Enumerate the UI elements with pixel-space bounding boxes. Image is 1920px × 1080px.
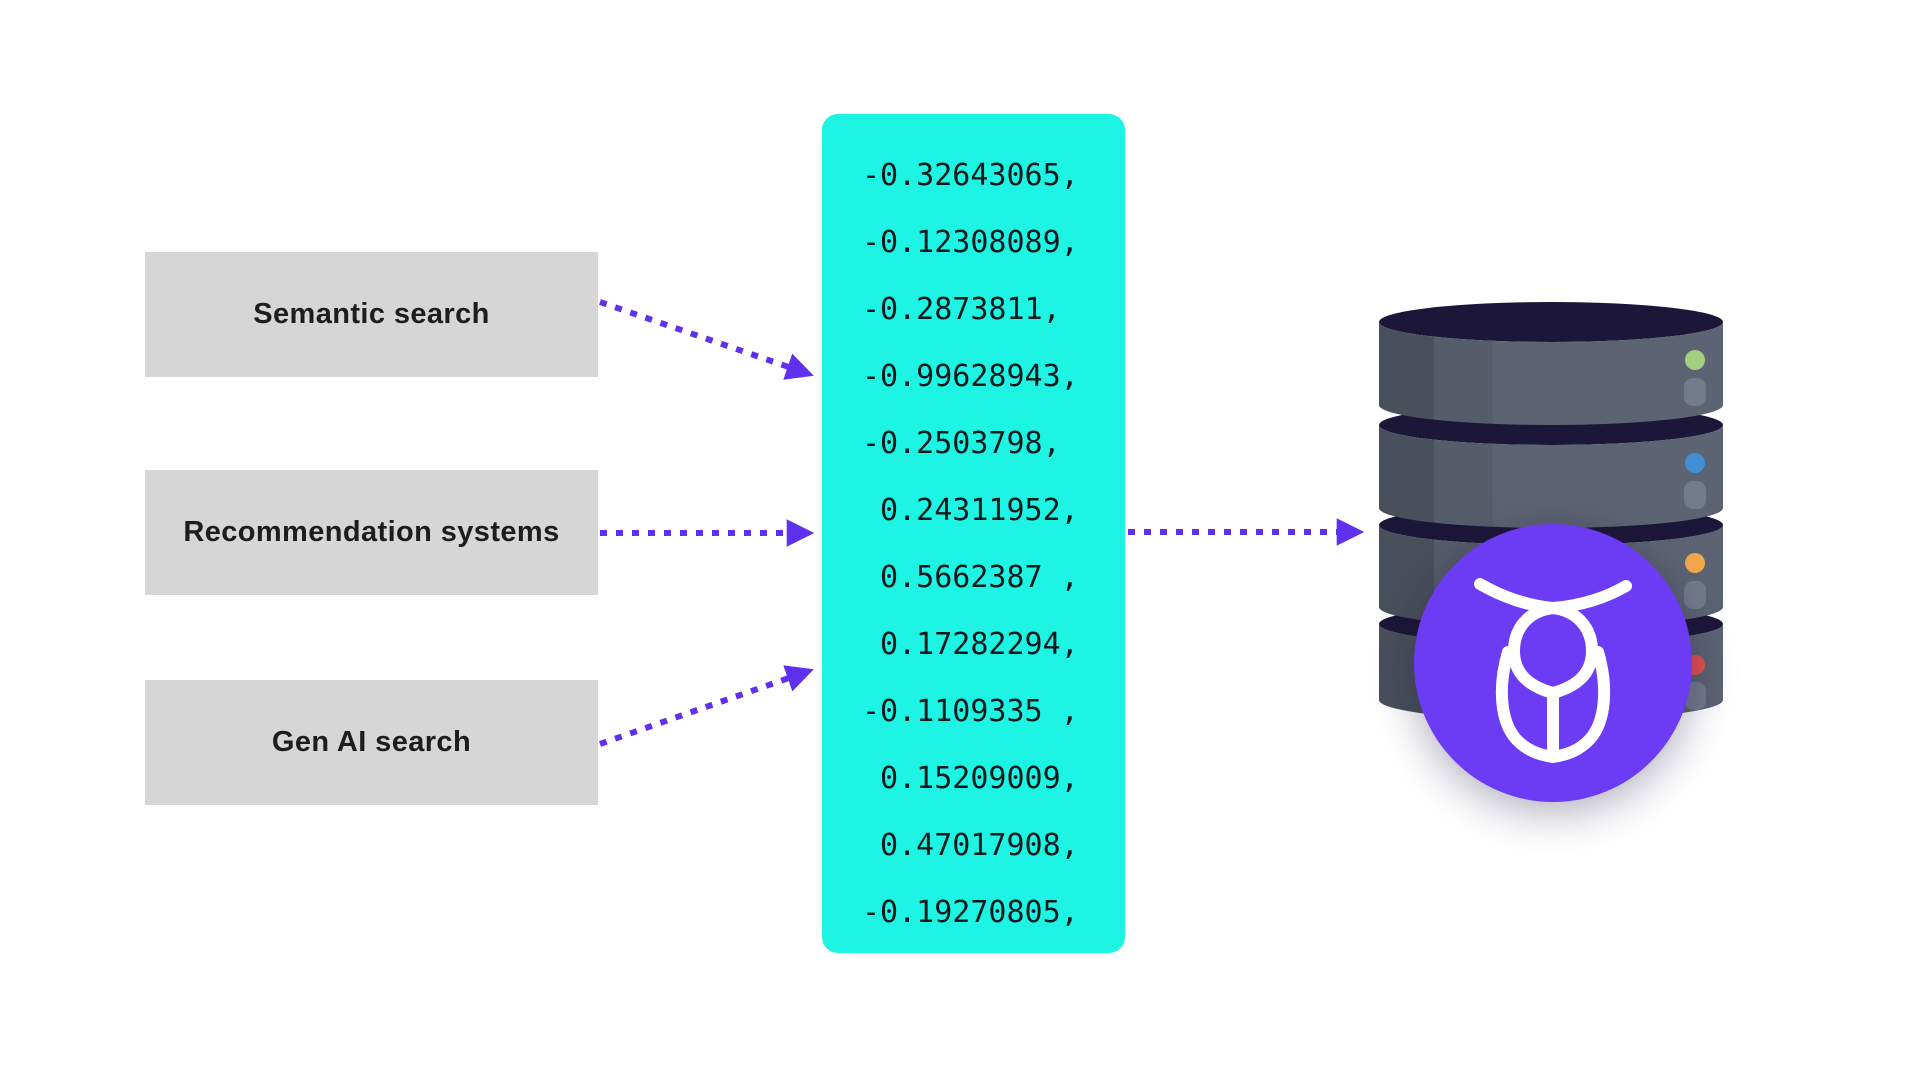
arrow-genai-to-vector [599,665,814,747]
vector-value-row: -0.1109335 , [862,694,1079,729]
status-dot-green [1685,350,1705,370]
arrow-semantic-to-vector [599,299,814,380]
vector-value-row: -0.19270805, [862,895,1079,930]
weaviate-logo-icon [1414,524,1692,802]
vector-value-row: -0.99628943, [862,359,1079,394]
semantic-search-box: Semantic search [145,252,598,377]
drive-slot [1684,581,1706,609]
logo-glyph [1474,578,1632,764]
gen-ai-search-box: Gen AI search [145,680,598,805]
vector-value-row: 0.17282294, [862,627,1079,662]
vector-value-row: -0.2503798, [862,426,1061,461]
vector-value-row: -0.32643065, [862,158,1079,193]
database-segment-1 [1379,302,1723,425]
semantic-search-label: Semantic search [253,298,490,330]
vector-value-row: 0.15209009, [862,761,1079,796]
vector-embedding-panel: -0.32643065, -0.12308089, -0.2873811, -0… [822,114,1125,953]
recommendation-systems-box: Recommendation systems [145,470,598,595]
status-dot-blue [1685,453,1705,473]
vector-value-row: 0.47017908, [862,828,1079,863]
status-dot-orange [1685,553,1705,573]
vector-value-row: 0.24311952, [862,493,1079,528]
drive-slot [1684,481,1706,509]
vector-value-row: 0.5662387 , [862,560,1079,595]
vector-value-row: -0.2873811, [862,292,1061,327]
vector-value-row: -0.12308089, [862,225,1079,260]
drive-slot [1684,378,1706,406]
recommendation-systems-label: Recommendation systems [183,516,560,548]
gen-ai-search-label: Gen AI search [271,726,472,758]
